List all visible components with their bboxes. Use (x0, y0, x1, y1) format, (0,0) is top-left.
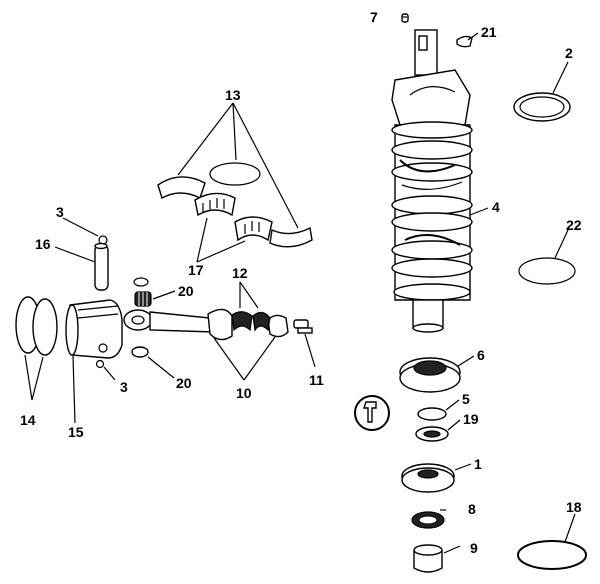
needle-bearing-17 (194, 192, 273, 242)
piston-15 (65, 299, 123, 359)
seal-6 (399, 357, 461, 393)
washer-20 (133, 277, 149, 287)
callout-21: 21 (481, 24, 497, 40)
callout-17: 17 (188, 262, 204, 278)
callout-5: 5 (462, 391, 470, 407)
callout-20-bottom: 20 (176, 375, 192, 391)
callout-7: 7 (370, 9, 378, 25)
crankshaft (391, 29, 473, 333)
callout-16: 16 (35, 236, 51, 252)
leader-lines (24, 16, 576, 554)
callout-1: 1 (474, 456, 482, 472)
connecting-rod-10 (123, 308, 309, 341)
callout-12: 12 (232, 265, 248, 281)
key-part (456, 35, 473, 48)
o-ring-22 (518, 257, 576, 285)
callout-19: 19 (463, 411, 479, 427)
bearing-19 (415, 426, 449, 442)
o-ring-18 (517, 540, 587, 570)
callout-2: 2 (565, 45, 573, 61)
bearing-12 (231, 311, 271, 332)
bearing-half-13-right (269, 226, 313, 248)
callout-13: 13 (225, 87, 241, 103)
callout-11: 11 (309, 372, 324, 388)
callout-14: 14 (20, 412, 36, 428)
callout-22: 22 (566, 217, 582, 233)
pin-part (401, 13, 409, 23)
washer-20-lower (131, 346, 149, 358)
callout-8: 8 (468, 501, 476, 517)
lock-ring-3-top (98, 235, 108, 245)
needle-bearing-20 (134, 291, 152, 307)
ring-2 (513, 92, 571, 122)
tool-icon (354, 395, 390, 431)
ring-5 (417, 407, 447, 421)
callout-3-top: 3 (56, 204, 64, 220)
bolt-11 (297, 327, 313, 334)
retainer-1 (401, 463, 455, 493)
piston-rings-14 (15, 296, 58, 356)
callout-15: 15 (68, 424, 84, 440)
callout-3-bottom: 3 (120, 379, 128, 395)
callout-6: 6 (477, 347, 485, 363)
callout-20-top: 20 (178, 283, 194, 299)
seal-8 (411, 511, 445, 529)
callout-18: 18 (566, 499, 582, 515)
bearing-half-13-left (157, 176, 206, 200)
callout-10: 10 (236, 385, 252, 401)
ring-13 (209, 162, 261, 186)
callout-4: 4 (492, 199, 500, 215)
callout-9: 9 (470, 540, 478, 556)
sleeve-9 (413, 544, 443, 573)
wrist-pin-16 (94, 242, 109, 291)
lock-ring-3-bottom (95, 359, 105, 369)
callout-labels: 7 21 2 4 22 6 5 19 1 8 9 18 13 17 12 20 … (20, 9, 582, 556)
